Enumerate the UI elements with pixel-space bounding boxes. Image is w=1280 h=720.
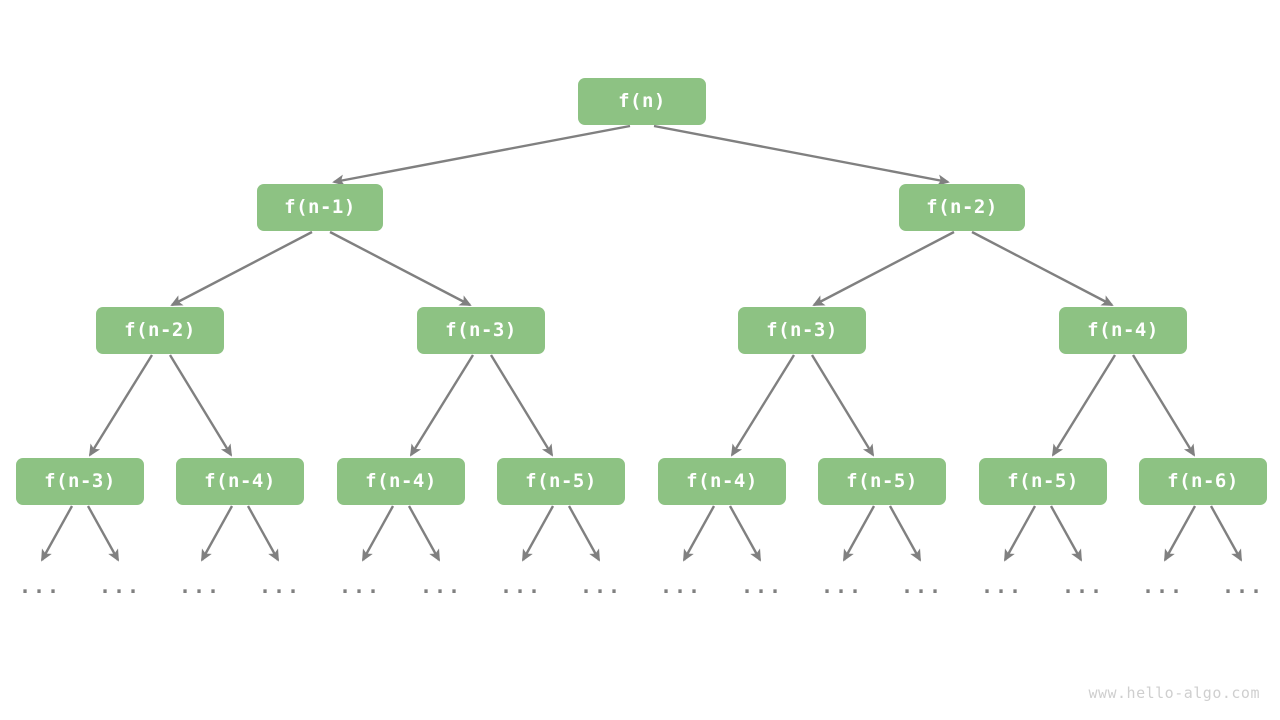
tree-edge	[407, 505, 441, 562]
tree-edge	[728, 505, 762, 562]
tree-edge	[246, 505, 280, 562]
tree-node-label: f(n-4)	[365, 470, 437, 492]
tree-node-label: f(n-5)	[525, 470, 597, 492]
tree-node-label: f(n-2)	[926, 196, 998, 218]
tree-node[interactable]: f(n-1)	[257, 183, 383, 231]
tree-node[interactable]: f(n-2)	[96, 306, 224, 354]
tree-edge	[888, 505, 922, 562]
tree-node[interactable]: f(n-5)	[818, 457, 946, 505]
tree-edge	[812, 230, 955, 307]
tree-edge	[332, 124, 631, 186]
tree-node-label: f(n-3)	[44, 470, 116, 492]
tree-edge	[521, 505, 555, 562]
ellipsis-marker: ...	[499, 574, 543, 598]
ellipsis-marker: ...	[338, 574, 382, 598]
ellipsis-marker: ...	[419, 574, 463, 598]
ellipsis-marker: ...	[178, 574, 222, 598]
tree-node-label: f(n-4)	[686, 470, 758, 492]
tree-node[interactable]: f(n-4)	[1059, 306, 1187, 354]
tree-edge	[489, 354, 554, 457]
tree-edge	[971, 230, 1114, 307]
tree-node[interactable]: f(n)	[578, 77, 706, 125]
tree-node-label: f(n-5)	[846, 470, 918, 492]
tree-node-label: f(n-4)	[204, 470, 276, 492]
tree-edge	[567, 505, 601, 562]
ellipsis-marker: ...	[900, 574, 944, 598]
tree-edge	[361, 505, 395, 562]
tree-edge	[1003, 505, 1037, 562]
tree-edge	[329, 230, 472, 307]
tree-edge	[1209, 505, 1243, 562]
ellipsis-marker: ...	[18, 574, 62, 598]
tree-edge	[682, 505, 716, 562]
tree-node[interactable]: f(n-3)	[738, 306, 866, 354]
tree-node[interactable]: f(n-3)	[16, 457, 144, 505]
tree-edge	[1163, 505, 1197, 562]
watermark: www.hello-algo.com	[1088, 684, 1260, 702]
tree-node-label: f(n-6)	[1167, 470, 1239, 492]
tree-edge	[1131, 354, 1196, 457]
ellipsis-marker: ...	[659, 574, 703, 598]
tree-edge	[653, 124, 950, 186]
tree-node[interactable]: f(n-5)	[497, 457, 625, 505]
tree-node[interactable]: f(n-6)	[1139, 457, 1267, 505]
tree-node-label: f(n-3)	[766, 319, 838, 341]
tree-edge	[730, 354, 796, 457]
ellipsis-marker: ...	[1221, 574, 1265, 598]
tree-edge	[200, 505, 234, 562]
tree-edge	[409, 354, 475, 457]
tree-edge	[88, 354, 154, 457]
tree-node-label: f(n)	[618, 90, 666, 112]
tree-node-label: f(n-1)	[284, 196, 356, 218]
tree-edge	[170, 230, 313, 307]
ellipsis-marker: ...	[98, 574, 142, 598]
tree-edge	[86, 505, 120, 562]
tree-edge	[810, 354, 875, 457]
ellipsis-marker: ...	[579, 574, 623, 598]
tree-node[interactable]: f(n-5)	[979, 457, 1107, 505]
ellipsis-marker: ...	[258, 574, 302, 598]
ellipsis-marker: ...	[980, 574, 1024, 598]
ellipsis-marker: ...	[1141, 574, 1185, 598]
tree-edge	[842, 505, 876, 562]
tree-node[interactable]: f(n-3)	[417, 306, 545, 354]
tree-edge	[1049, 505, 1083, 562]
ellipsis-marker: ...	[1061, 574, 1105, 598]
tree-node-label: f(n-5)	[1007, 470, 1079, 492]
ellipsis-marker: ...	[740, 574, 784, 598]
tree-node-label: f(n-3)	[445, 319, 517, 341]
tree-node-label: f(n-2)	[124, 319, 196, 341]
tree-node[interactable]: f(n-2)	[899, 183, 1025, 231]
tree-node-label: f(n-4)	[1087, 319, 1159, 341]
tree-edge	[168, 354, 233, 457]
tree-node[interactable]: f(n-4)	[176, 457, 304, 505]
ellipsis-marker: ...	[820, 574, 864, 598]
tree-node[interactable]: f(n-4)	[658, 457, 786, 505]
tree-edge	[40, 505, 74, 562]
tree-node[interactable]: f(n-4)	[337, 457, 465, 505]
tree-edge	[1051, 354, 1117, 457]
